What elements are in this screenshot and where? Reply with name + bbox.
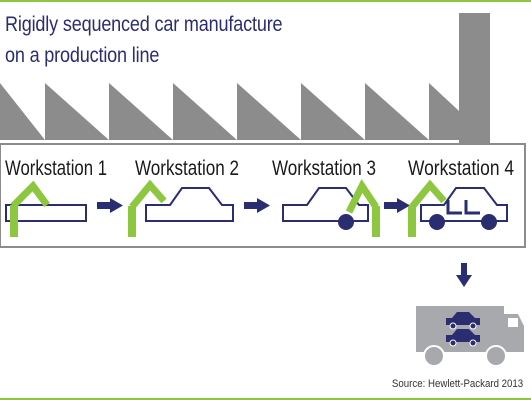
- loaded-car: [446, 312, 480, 325]
- roof-segment: [109, 83, 173, 140]
- bottom-rule: [0, 398, 531, 400]
- workstation-3-graphic: [282, 179, 380, 237]
- wheel: [338, 214, 354, 230]
- car-seat: [464, 200, 480, 215]
- arrow-down-icon: [456, 263, 472, 287]
- car-body: [145, 187, 234, 222]
- arrow-right-icon: [244, 198, 270, 213]
- robot-arm-icon: [10, 180, 50, 237]
- workstation-4-graphic: [408, 179, 508, 237]
- roof-segment: [365, 83, 429, 140]
- arrow-right-icon: [97, 198, 123, 213]
- car-body: [282, 187, 369, 222]
- car-seat: [446, 200, 462, 215]
- robot-arm-icon: [408, 179, 447, 237]
- workstation-1-label: Workstation 1: [5, 157, 107, 180]
- title-line-1: Rigidly sequenced car manufacture: [5, 13, 283, 36]
- workstation-1-graphic: [5, 180, 87, 237]
- robot-arm-icon: [345, 179, 380, 237]
- truck-wheel: [485, 345, 507, 367]
- truck-wheel: [423, 345, 445, 367]
- wheel: [481, 214, 497, 230]
- diagram-title: Rigidly sequenced car manufacture on a p…: [5, 9, 283, 71]
- robot-arm-icon: [128, 179, 167, 237]
- roof-segment: [45, 83, 109, 140]
- title-line-2: on a production line: [5, 44, 160, 67]
- car-body: [420, 187, 508, 222]
- roof-segment: [0, 83, 45, 140]
- workstation-2-label: Workstation 2: [135, 157, 239, 180]
- chimney-icon: [459, 13, 490, 153]
- source-note: Source: Hewlett-Packard 2013: [391, 378, 523, 390]
- delivery-truck-icon: [416, 306, 524, 367]
- roof-segment: [429, 83, 459, 140]
- roof-segment: [301, 83, 365, 140]
- truck-window: [508, 318, 518, 327]
- top-rule: [0, 0, 531, 2]
- workstation-3-label: Workstation 3: [272, 157, 376, 180]
- loaded-car: [446, 329, 480, 342]
- roof-segment: [237, 83, 301, 140]
- workstation-4-label: Workstation 4: [408, 157, 514, 180]
- arrow-right-icon: [384, 198, 410, 213]
- wheel: [429, 214, 445, 230]
- roof-segment: [173, 83, 237, 140]
- workstation-2-graphic: [128, 179, 234, 237]
